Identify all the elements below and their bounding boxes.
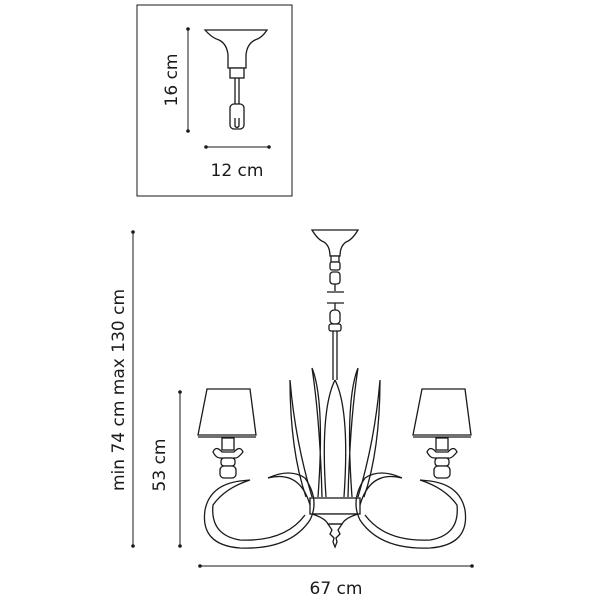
inset-width-label: 12 cm bbox=[211, 161, 264, 181]
inset-height-label: 16 cm bbox=[162, 54, 182, 107]
body-height-dimension: 53 cm bbox=[150, 390, 182, 548]
canopy-detail-inset: 16 cm 12 cm bbox=[136, 4, 293, 197]
total-height-dimension: min 74 cm max 130 cm bbox=[109, 230, 135, 548]
body-height-label: 53 cm bbox=[150, 439, 170, 492]
width-dimension: 67 cm bbox=[198, 564, 474, 599]
canopy-drawing bbox=[203, 29, 269, 130]
inset-height-dimension: 16 cm bbox=[162, 27, 190, 133]
total-height-label: min 74 cm max 130 cm bbox=[109, 289, 129, 491]
width-label: 67 cm bbox=[310, 579, 363, 599]
inset-frame bbox=[136, 4, 293, 197]
inset-width-dimension: 12 cm bbox=[204, 145, 271, 181]
chandelier-drawing bbox=[197, 229, 472, 549]
